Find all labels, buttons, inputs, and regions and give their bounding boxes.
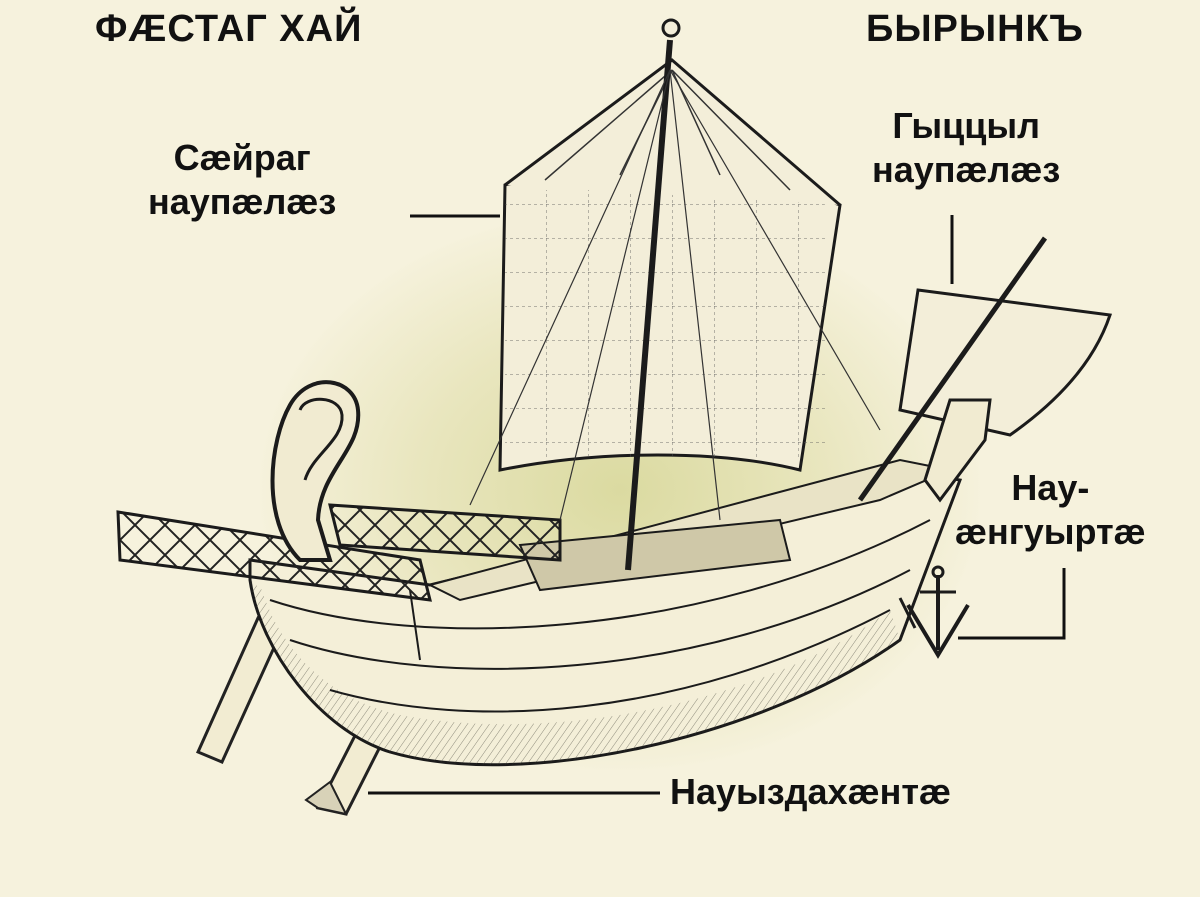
- label-anchor-line2: æнгуыртæ: [955, 511, 1146, 552]
- anchor: [898, 565, 970, 659]
- label-main-sail-line1: Сæйраг: [173, 137, 311, 178]
- label-main-sail-line2: наупæлæз: [148, 181, 337, 222]
- ship-hull: [248, 458, 963, 767]
- swan-neck-ornament: [270, 380, 361, 562]
- heading-right: БЫРЫНКЪ: [866, 8, 1084, 50]
- stern-gallery: [116, 503, 562, 602]
- label-front-sail: Гыццыл наупæлæз: [872, 104, 1060, 192]
- label-anchor-line1: Нау-: [1011, 467, 1090, 508]
- leader-lines: [368, 214, 1066, 795]
- label-steering-oar: Науыздахæнтæ: [670, 771, 951, 812]
- label-main-sail: Сæйраг наупæлæз: [148, 136, 336, 224]
- main-mast: [469, 18, 881, 571]
- main-sail: [498, 58, 842, 472]
- label-front-sail-line1: Гыццыл: [892, 105, 1040, 146]
- bow-post: [923, 398, 992, 503]
- leader-anchor: [958, 568, 1066, 640]
- label-anchor: Нау- æнгуыртæ: [955, 466, 1146, 554]
- heading-left: ФÆСТАГ ХАЙ: [95, 8, 363, 50]
- label-front-sail-line2: наупæлæз: [872, 149, 1061, 190]
